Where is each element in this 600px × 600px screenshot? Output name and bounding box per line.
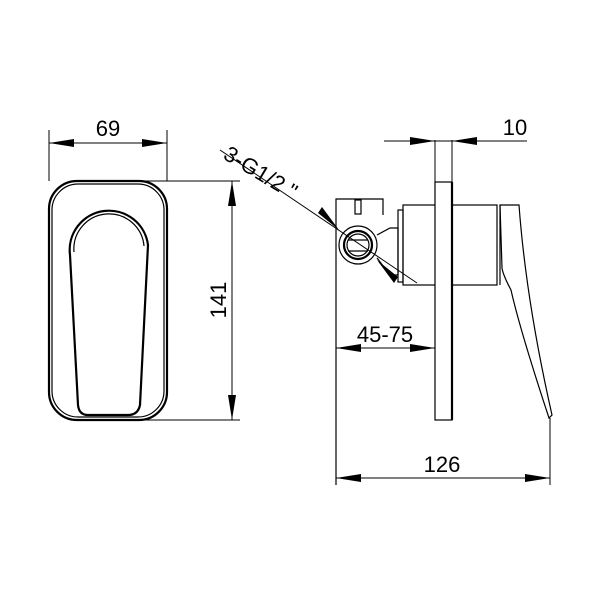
handle-front [68, 209, 150, 417]
height-label: 141 [206, 282, 231, 319]
width-label: 69 [96, 116, 120, 141]
side-view: 3-G1/2 " 10 45-75 126 [219, 115, 553, 485]
connection-leader-line [219, 149, 418, 284]
handle-side [499, 204, 553, 420]
side-cover-plate [434, 181, 453, 421]
cover-plate [47, 179, 169, 422]
total-depth-label: 126 [424, 452, 461, 477]
thickness-label: 10 [503, 115, 527, 140]
front-view: 69 141 [47, 116, 240, 422]
wall-depth-label: 45-75 [357, 322, 413, 347]
valve-port-outer [338, 225, 378, 265]
